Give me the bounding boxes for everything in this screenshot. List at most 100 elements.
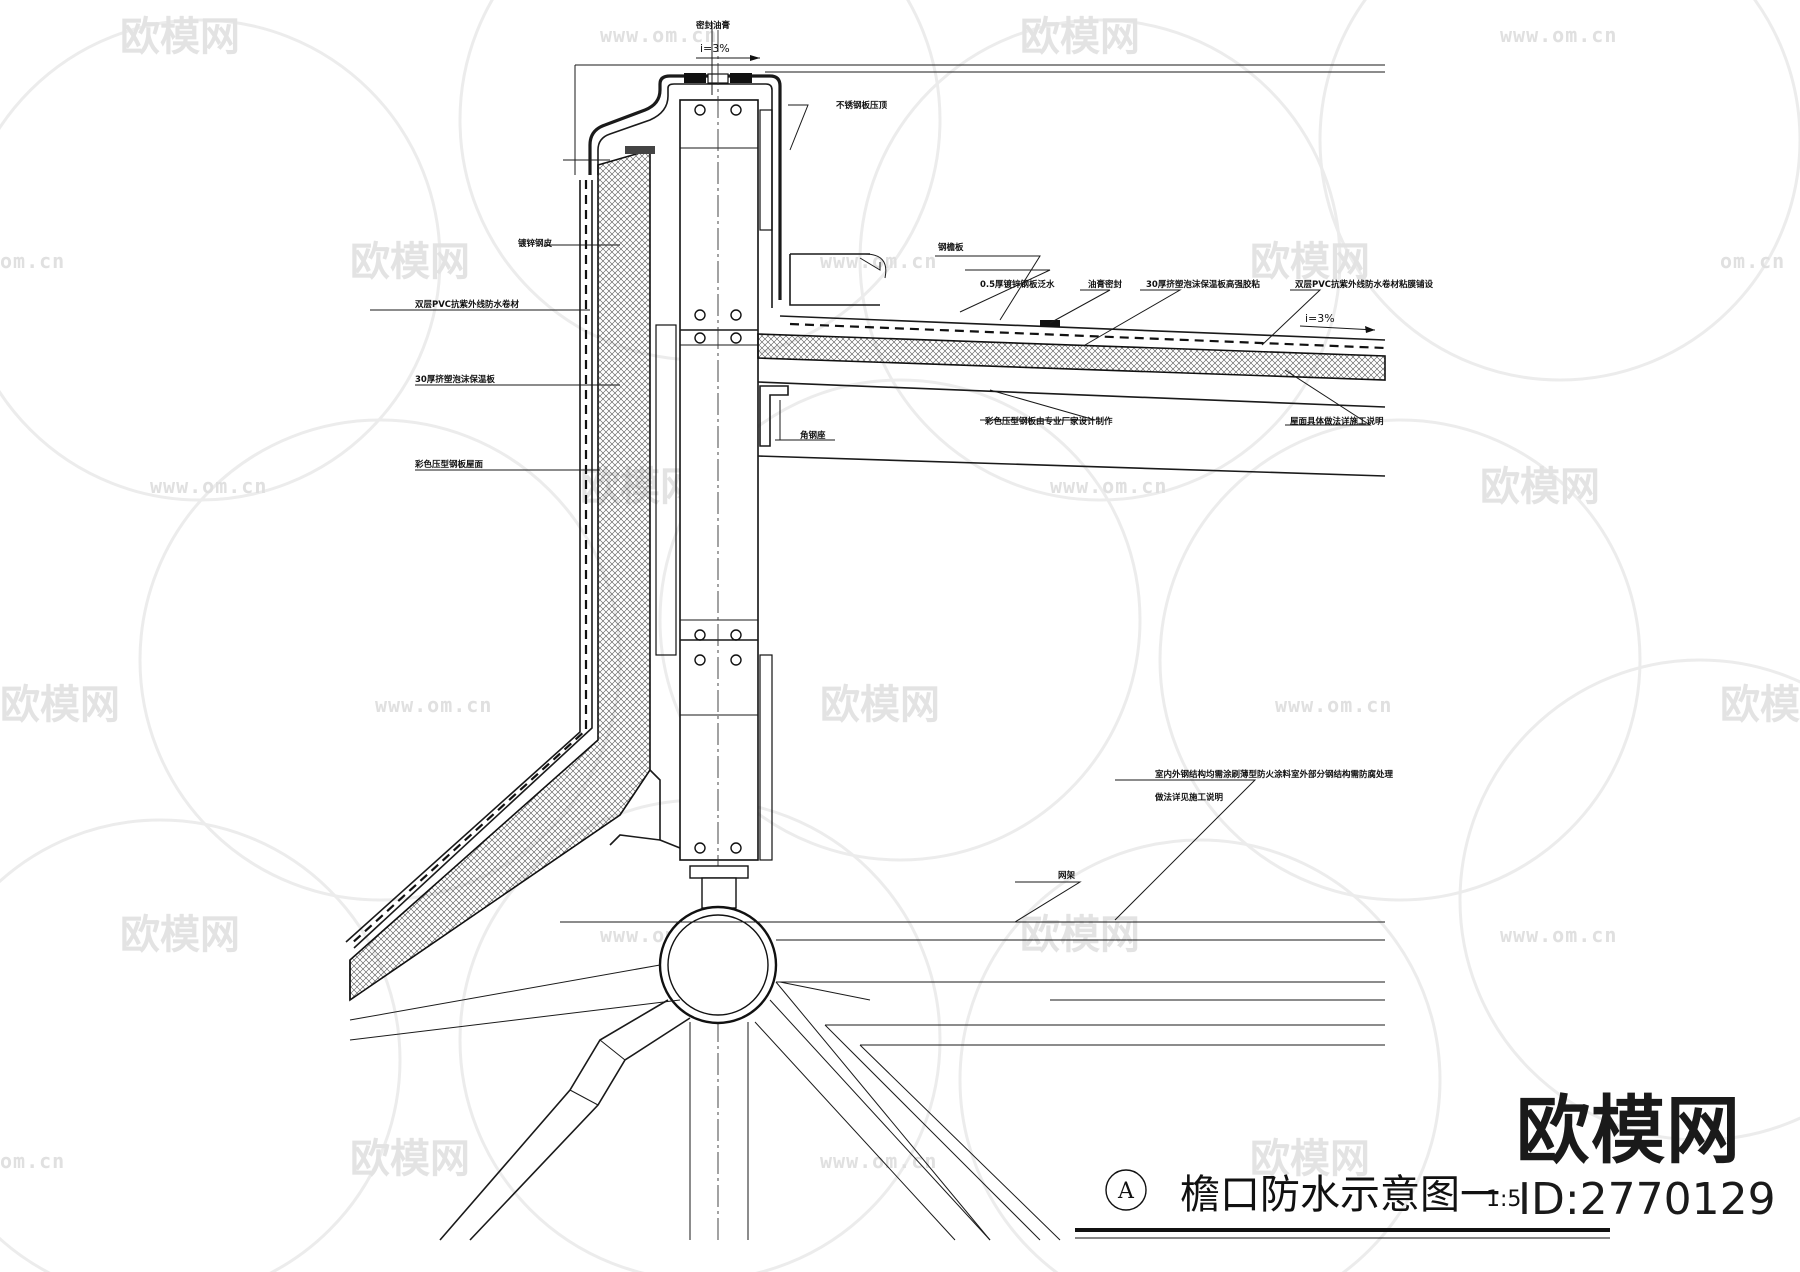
slope-arrowhead — [750, 55, 760, 61]
roof-deck-bottom — [757, 455, 1386, 477]
watermark-brand: 欧模网 — [1020, 912, 1140, 958]
angle-steel-seat — [759, 385, 789, 447]
flashing-box — [789, 254, 880, 306]
watermark-brand: 欧模网 — [120, 912, 240, 958]
wall-membrane-dashed — [349, 180, 588, 946]
truss-node-ball — [658, 905, 778, 1025]
watermark-url-partial: om.cn — [1720, 249, 1785, 273]
corner-id: ID:2770129 — [1518, 1174, 1776, 1225]
truss-member — [349, 964, 661, 1021]
slope-arrowhead — [1365, 326, 1375, 333]
truss-diagonal-right — [775, 981, 991, 1241]
label-insulation-roof: 30厚挤塑泡沫保温板高强胶粘 — [1146, 279, 1260, 290]
wall-membrane-line — [345, 180, 581, 943]
truss-diagonal-left — [439, 999, 669, 1241]
drawing-scale: 1:5 — [1486, 1187, 1521, 1212]
watermark-urls: www.om.cn www.om.cn om.cn www.om.cn om.c… — [0, 23, 1785, 1173]
watermark-url: www.om.cn — [1500, 923, 1617, 947]
label-steel-fascia: 镀锌钢皮 — [518, 238, 553, 249]
label-sealant-top: 密封油膏 — [695, 20, 731, 31]
label-flashing: 0.5厚镀锌钢板泛水 — [980, 279, 1055, 290]
watermark-brand: 欧模网 — [350, 239, 470, 285]
truss-diagonal-left — [469, 1017, 691, 1241]
truss-diagonal-right — [754, 1021, 956, 1241]
watermark-url: www.om.cn — [1500, 23, 1617, 47]
roof-flashing-line — [779, 315, 1386, 341]
column-cap-plate — [759, 109, 773, 231]
watermark-url-partial: om.cn — [0, 249, 65, 273]
label-color-steel-roof: 彩色压型钢板屋面 — [414, 459, 484, 470]
watermark-url: www.om.cn — [600, 23, 717, 47]
column-side-plate — [655, 324, 677, 656]
truss-diagonal-right — [769, 999, 991, 1241]
watermark-brand: 欧模网 — [1250, 239, 1370, 285]
label-angle-steel: 角钢座 — [800, 430, 826, 441]
flashing-hook — [859, 257, 881, 271]
label-stainless-cap: 不锈钢板压顶 — [836, 100, 888, 111]
title-block: A 檐口防水示意图一 1:5 — [1075, 1169, 1610, 1239]
watermark-brand: 欧模网 — [820, 682, 940, 728]
truss-web — [859, 1044, 1061, 1241]
title-marker: A — [1117, 1179, 1135, 1204]
title-marker-circle — [1105, 1169, 1147, 1211]
label-sealant-mid: 油膏密封 — [1088, 279, 1123, 290]
truss-member — [349, 999, 681, 1041]
truss-web — [824, 1024, 1041, 1241]
leader-lines — [370, 22, 1372, 923]
watermark-url: www.om.cn — [1050, 474, 1167, 498]
brace-joint — [599, 1039, 626, 1061]
roof-insulation-board — [757, 333, 1386, 381]
watermark-brands: 欧模网 欧模网 欧模网 欧模网 欧模网 欧模网 欧模网 欧模网 欧模网 欧模网 … — [0, 14, 1800, 1182]
corner-brand: 欧模网 — [1516, 1088, 1741, 1174]
watermark-brand: 欧模网 — [1720, 682, 1800, 728]
label-slope-roof: i=3% — [1305, 312, 1335, 325]
brace-joint — [569, 1089, 599, 1106]
watermark-url: www.om.cn — [820, 1149, 937, 1173]
label-truss: 网架 — [1058, 870, 1076, 881]
watermark-brand: 欧模网 — [0, 682, 120, 728]
watermark-brand: 欧模网 — [1250, 1136, 1370, 1182]
watermark-url: www.om.cn — [1275, 693, 1392, 717]
watermark-brand: 欧模网 — [1480, 464, 1600, 510]
wall-insulation-board — [349, 148, 651, 1002]
watermark-url: www.om.cn — [375, 693, 492, 717]
label-membrane-wall: 双层PVC抗紫外线防水卷材 — [415, 299, 520, 310]
truss-web — [779, 981, 871, 1001]
corner-watermark: 欧模网 ID:2770129 — [1516, 1088, 1776, 1225]
label-membrane-roof: 双层PVC抗紫外线防水卷材粘膜铺设 — [1295, 279, 1434, 290]
parapet-bottom-lip — [659, 839, 681, 849]
bolts — [694, 104, 742, 854]
label-anticorrosion-2: 做法详见施工说明 — [1154, 792, 1224, 803]
label-color-steel-note: 彩色压型钢板由专业厂家设计制作 — [984, 416, 1113, 427]
roof-membrane-dashed — [789, 322, 1386, 350]
label-roof-detail-note: 屋面具体做法详施工说明 — [1290, 416, 1384, 427]
truss-node-ball-inner — [667, 914, 769, 1016]
watermark-url: www.om.cn — [150, 474, 267, 498]
bearing-plate — [689, 865, 749, 879]
slope-arrow — [1299, 325, 1376, 331]
watermark-brand: 欧模网 — [120, 14, 240, 60]
sealant-block — [730, 73, 752, 83]
watermark-brand: 欧模网 — [1020, 14, 1140, 60]
roof-deck-top — [757, 381, 1386, 408]
galvanized-strip — [625, 146, 655, 154]
stainless-cap-outline — [588, 74, 782, 300]
stainless-cap-inner — [597, 83, 773, 308]
watermark-brand: 欧模网 — [350, 1136, 470, 1182]
roof-section-drawing: 密封油膏 i=3% 不锈钢板压顶 镀锌钢皮 钢檐板 0.5厚镀锌钢板泛水 油膏密… — [345, 20, 1434, 1241]
wall-membrane-line — [353, 180, 593, 949]
steel-column — [679, 99, 759, 861]
bearing-stud — [701, 877, 737, 909]
label-steel-plate: 钢檐板 — [938, 242, 964, 253]
watermark-url-partial: om.cn — [0, 1149, 65, 1173]
drawing-title: 檐口防水示意图一 — [1180, 1172, 1500, 1218]
sealant-block-roof — [1040, 320, 1060, 327]
flashing-curve — [864, 253, 887, 279]
column-base-plate — [759, 654, 773, 861]
sealant-block — [684, 73, 706, 83]
label-anticorrosion-1: 室内外钢结构均需涂刷薄型防火涂料室外部分钢结构需防腐处理 — [1155, 769, 1394, 780]
label-insulation-wall: 30厚挤塑泡沫保温板 — [415, 374, 495, 385]
